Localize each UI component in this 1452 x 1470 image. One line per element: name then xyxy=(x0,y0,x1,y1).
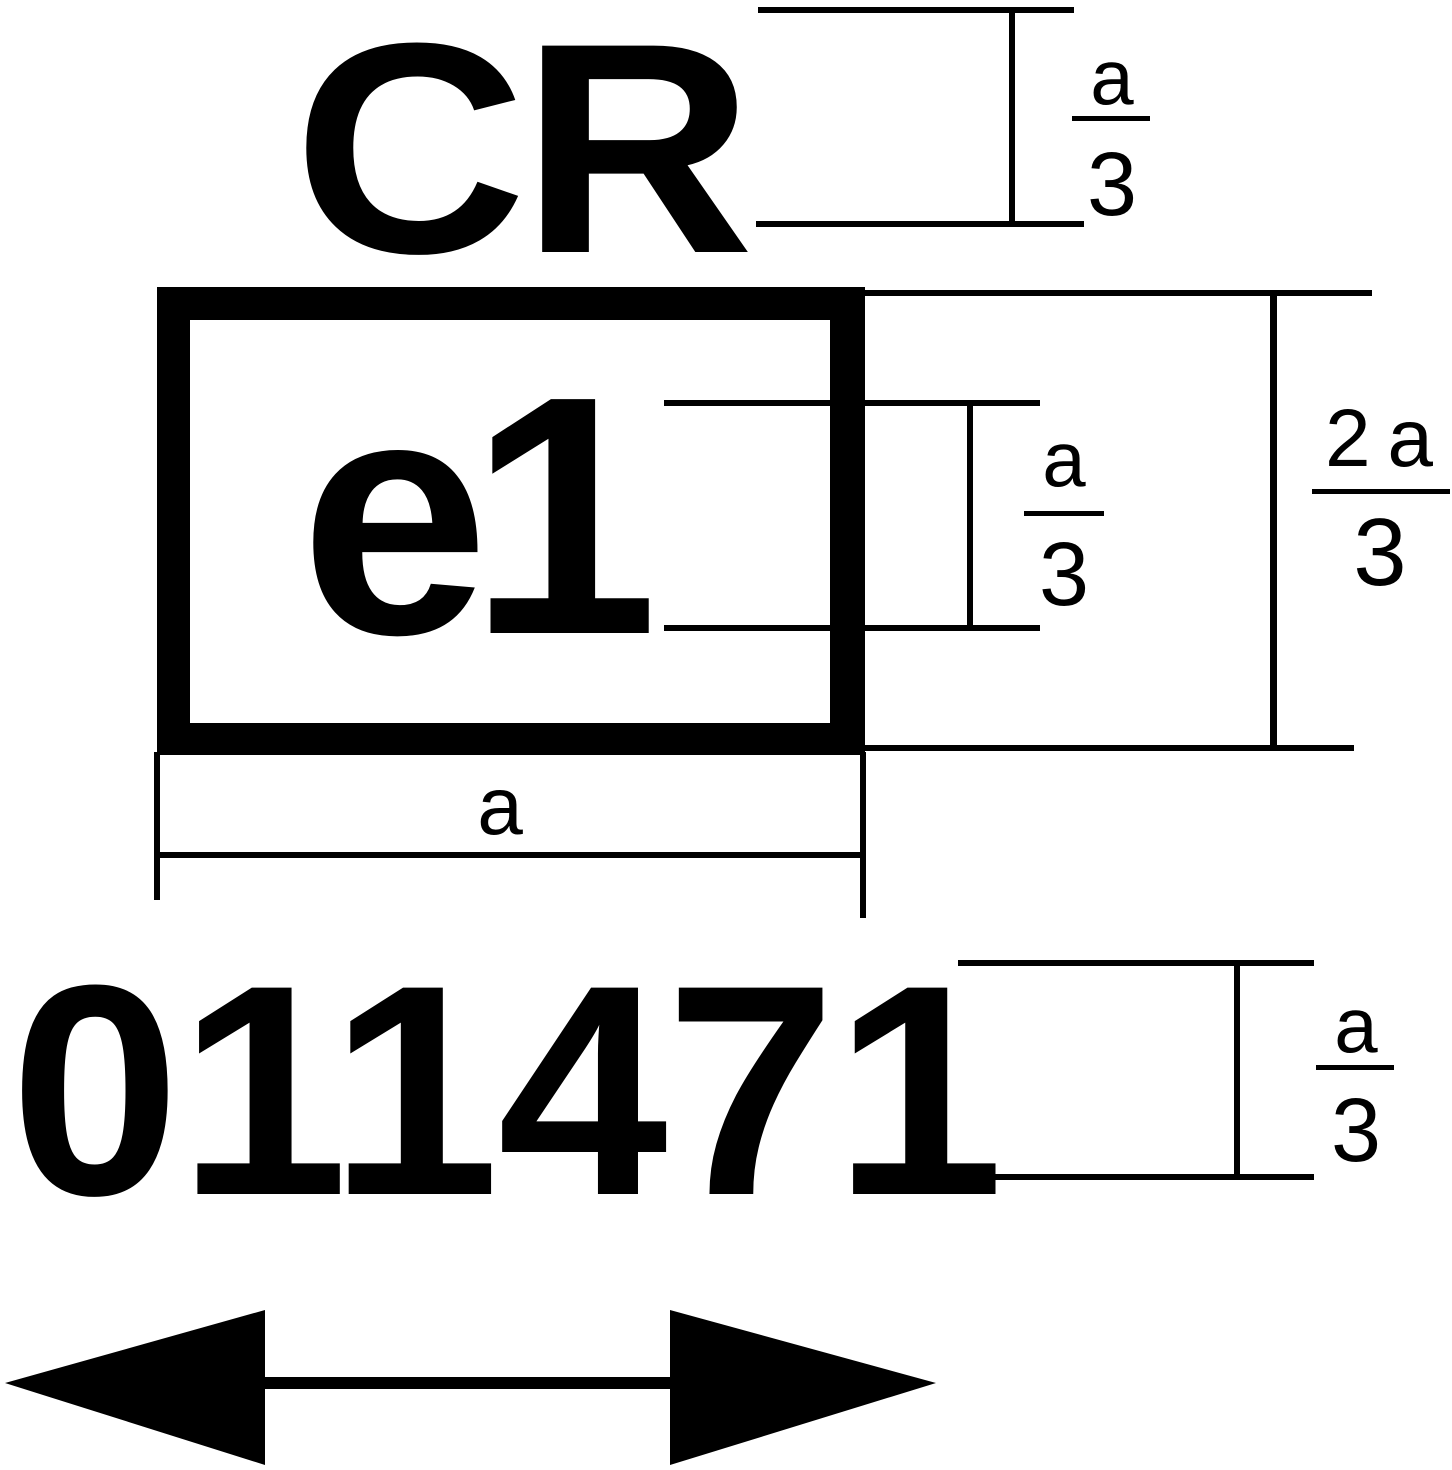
arrow-right-head xyxy=(670,1310,936,1465)
box-dim-denominator: 3 xyxy=(1353,499,1407,606)
width-dim-label: a xyxy=(477,761,523,852)
box-dim-numerator: 2 a xyxy=(1325,393,1433,484)
e1-dim-vertical-line xyxy=(967,403,973,628)
e1-dim-bottom-line xyxy=(664,625,1040,631)
approval-number-text: 011471 xyxy=(10,922,1004,1258)
arrow-shaft xyxy=(262,1377,674,1389)
e1-dim-denominator: 3 xyxy=(1038,525,1090,625)
double-arrow-icon xyxy=(5,1310,936,1465)
cr-dim-fraction-bar xyxy=(1072,116,1150,121)
box-dim-bottom-line xyxy=(860,745,1354,751)
cr-dim-denominator: 3 xyxy=(1086,135,1138,235)
number-dim-fraction-bar xyxy=(1316,1065,1394,1070)
top-code-text: CR xyxy=(293,0,755,316)
width-dim-horizontal-line xyxy=(157,852,862,858)
e1-dim-numerator: a xyxy=(1042,415,1086,503)
e1-dim-top-line xyxy=(664,400,1040,406)
cr-dim-numerator: a xyxy=(1090,33,1134,121)
cr-dim-bottom-line xyxy=(756,221,1084,227)
cr-dim-top-line xyxy=(758,7,1074,13)
e1-dim-fraction-bar xyxy=(1024,511,1104,516)
width-dim-left-tick xyxy=(154,752,160,900)
number-dim-vertical-line xyxy=(1234,963,1240,1177)
arrow-left-head xyxy=(5,1310,265,1465)
box-dim-fraction-bar xyxy=(1312,489,1450,494)
approval-mark-frame xyxy=(157,287,865,755)
width-dim-right-tick xyxy=(860,752,866,918)
box-dim-vertical-line xyxy=(1270,293,1277,748)
number-dim-denominator: 3 xyxy=(1330,1081,1382,1181)
number-dim-bottom-line xyxy=(958,1174,1314,1180)
approval-mark-text: e1 xyxy=(300,326,658,706)
number-dim-top-line xyxy=(958,960,1314,966)
box-dim-top-line xyxy=(860,290,1372,296)
cr-dim-vertical-line xyxy=(1009,10,1015,224)
number-dim-numerator: a xyxy=(1334,981,1378,1069)
